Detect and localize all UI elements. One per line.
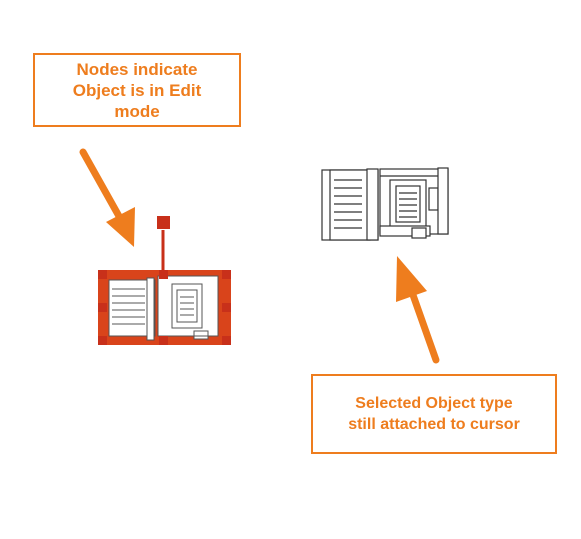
edit-mode-line-1: Nodes indicate: [76, 59, 198, 79]
node-bottom-right[interactable]: [222, 336, 231, 345]
edit-object[interactable]: [98, 216, 231, 345]
edit-mode-line-2: Object is in Edit: [72, 80, 202, 100]
cursor-callout-text: Selected Object type still attached to c…: [329, 393, 539, 435]
node-top-left[interactable]: [98, 270, 107, 279]
edit-mode-callout-text: Nodes indicate Object is in Edit mode: [52, 59, 222, 122]
node-bottom-left[interactable]: [98, 336, 107, 345]
node-top-center[interactable]: [159, 270, 168, 279]
edit-mode-callout: Nodes indicate Object is in Edit mode: [33, 53, 241, 127]
node-bottom-center[interactable]: [159, 336, 168, 345]
copier-device-icon: [108, 275, 219, 341]
rotation-node[interactable]: [157, 216, 170, 229]
cursor-callout: Selected Object type still attached to c…: [311, 374, 557, 454]
node-middle-right[interactable]: [222, 303, 231, 312]
cursor-line-2: still attached to cursor: [348, 416, 520, 433]
node-middle-left[interactable]: [98, 303, 107, 312]
arrow-to-cursor-object: [396, 256, 440, 364]
cursor-object: [321, 167, 449, 241]
copier-device-icon: [321, 167, 449, 241]
node-top-right[interactable]: [222, 270, 231, 279]
edit-mode-line-3: mode: [114, 101, 160, 121]
cursor-line-1: Selected Object type: [355, 395, 513, 412]
arrow-to-edit-object: [79, 148, 135, 247]
